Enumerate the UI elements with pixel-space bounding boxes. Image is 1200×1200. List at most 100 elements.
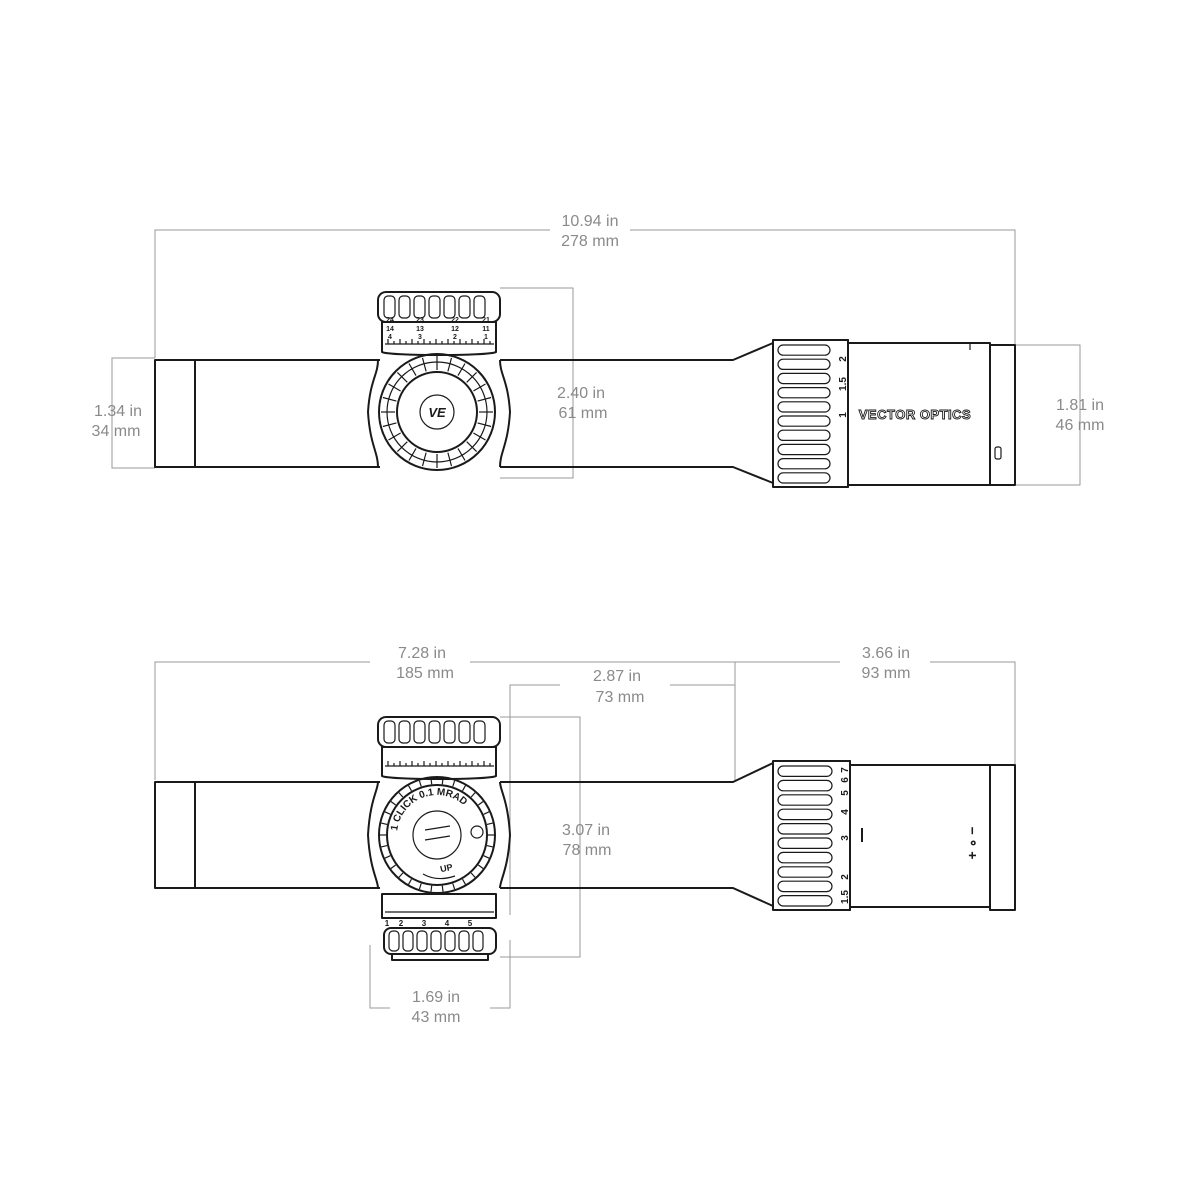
- svg-text:6: 6: [840, 777, 851, 783]
- dim-turret-height-mm: 61 mm: [559, 405, 608, 422]
- svg-text:5: 5: [840, 790, 851, 796]
- knurl-line: [382, 422, 397, 428]
- knurl-line: [457, 363, 466, 376]
- grip-ridge: [777, 866, 833, 878]
- dim-side-turret-in: 1.69 in: [412, 989, 460, 1006]
- knurl-line: [473, 383, 486, 392]
- grip-ridge: [777, 779, 833, 792]
- dim-saddle-to-front-mm: 93 mm: [862, 665, 911, 682]
- knurl-line: [408, 363, 417, 376]
- knurl-line: [466, 441, 478, 453]
- knurl-line: [430, 885, 433, 892]
- svg-text:4: 4: [445, 919, 450, 928]
- dim-turret-to-saddle-in: 2.87 in: [593, 668, 641, 685]
- turret-row2-b: 13: [416, 326, 424, 333]
- dim-overall-length-mm: 278 mm: [561, 233, 619, 250]
- side-turret-knob: VE: [378, 353, 496, 471]
- dim-turret-span-in: 3.07 in: [562, 822, 610, 839]
- knurl-line: [388, 383, 401, 392]
- knurl-line: [388, 432, 401, 441]
- grip-ridge: [777, 443, 831, 456]
- turret-number-rows: 24 23 22 21 14 13 12 11 4 3 2 1: [386, 317, 490, 341]
- svg-text:4: 4: [840, 809, 851, 815]
- knurl-line: [447, 357, 453, 372]
- knurl-line: [421, 452, 427, 467]
- grip-ridge: [777, 851, 833, 864]
- illumination-symbols: + ∘ −: [964, 827, 980, 860]
- turret-row3-c: 2: [453, 334, 457, 341]
- grip-ridge: [777, 458, 831, 470]
- grip-ridge: [777, 794, 833, 806]
- knurl-line: [461, 785, 467, 792]
- dim-turret-span-mm: 78 mm: [563, 842, 612, 859]
- knurl-line: [384, 855, 391, 859]
- svg-text:VE: VE: [428, 405, 446, 420]
- elevation-cap: 1 CLICK 0.1 MRAD UP: [378, 776, 496, 894]
- dim-turret-height-in: 2.40 in: [557, 385, 605, 402]
- turret-row1-d: 21: [482, 317, 490, 324]
- grip-ridge: [777, 837, 833, 849]
- mag-mark-1-5: 1.5: [838, 377, 849, 391]
- knurl-line: [398, 872, 404, 878]
- dim-eyepiece-mm: 34 mm: [92, 423, 141, 440]
- knurl-line: [381, 845, 388, 848]
- dim-saddle-to-front-in: 3.66 in: [862, 645, 910, 662]
- knurl-line: [452, 780, 456, 787]
- mag-mark-1: 1: [838, 412, 849, 418]
- turret-row1-a: 24: [386, 317, 394, 324]
- elevation-cap-label: 1 CLICK 0.1 MRAD: [389, 787, 469, 832]
- grip-ridge: [777, 880, 833, 893]
- knurl-line: [483, 811, 490, 815]
- grip-ridge: [777, 765, 833, 777]
- grip-ridge: [777, 358, 831, 371]
- knurl-line: [441, 778, 444, 785]
- knurl-line: [390, 801, 397, 806]
- dim-overall-length-in: 10.94 in: [562, 213, 619, 230]
- turret-row1-b: 23: [416, 317, 424, 324]
- side-mag-marks: 1.5 2 3 4 5 6 7: [840, 767, 851, 904]
- svg-text:3: 3: [840, 835, 851, 841]
- svg-text:7: 7: [840, 767, 851, 773]
- grip-ridge: [777, 387, 831, 399]
- knurl-line: [398, 792, 404, 798]
- knurl-line: [384, 811, 391, 815]
- grip-ridge: [777, 401, 831, 413]
- knurl-line: [466, 371, 478, 383]
- knurl-line: [483, 855, 490, 859]
- dim-turret-to-saddle-mm: 73 mm: [596, 689, 645, 706]
- grip-ridge: [777, 808, 833, 821]
- grip-ridge: [777, 344, 831, 356]
- dim-side-turret-mm: 43 mm: [412, 1009, 461, 1026]
- svg-text:2: 2: [840, 874, 851, 880]
- knurl-line: [452, 883, 456, 890]
- grip-ridge: [777, 429, 831, 442]
- knurl-line: [390, 864, 397, 869]
- grip-ridge: [777, 822, 833, 835]
- knurl-line: [477, 801, 484, 806]
- dim-objective-mm: 46 mm: [1056, 417, 1105, 434]
- svg-text:5: 5: [468, 919, 473, 928]
- dim-rear-to-saddle-mm: 185 mm: [396, 665, 454, 682]
- knurl-line: [396, 371, 408, 383]
- svg-text:3: 3: [422, 919, 427, 928]
- knurl-line: [470, 792, 476, 798]
- knurl-line: [470, 872, 476, 878]
- svg-text:1: 1: [385, 919, 390, 928]
- knurl-line: [447, 452, 453, 467]
- knurl-line: [407, 878, 413, 885]
- dim-eyepiece-in: 1.34 in: [94, 403, 142, 420]
- knurl-line: [486, 822, 493, 825]
- grip-ridge: [777, 472, 831, 484]
- knurl-line: [457, 448, 466, 461]
- side-view: 1 CLICK 0.1 MRAD UP 2 3 4 5 1: [154, 645, 1016, 1026]
- grip-ridge: [777, 894, 833, 907]
- turret-row2-c: 12: [451, 326, 459, 333]
- svg-text:2: 2: [399, 919, 404, 928]
- knurl-line: [441, 885, 444, 892]
- svg-text:1.5: 1.5: [840, 890, 851, 904]
- knurl-line: [396, 441, 408, 453]
- knurl-line: [486, 845, 493, 848]
- mag-mark-2: 2: [838, 356, 849, 362]
- knurl-line: [473, 432, 486, 441]
